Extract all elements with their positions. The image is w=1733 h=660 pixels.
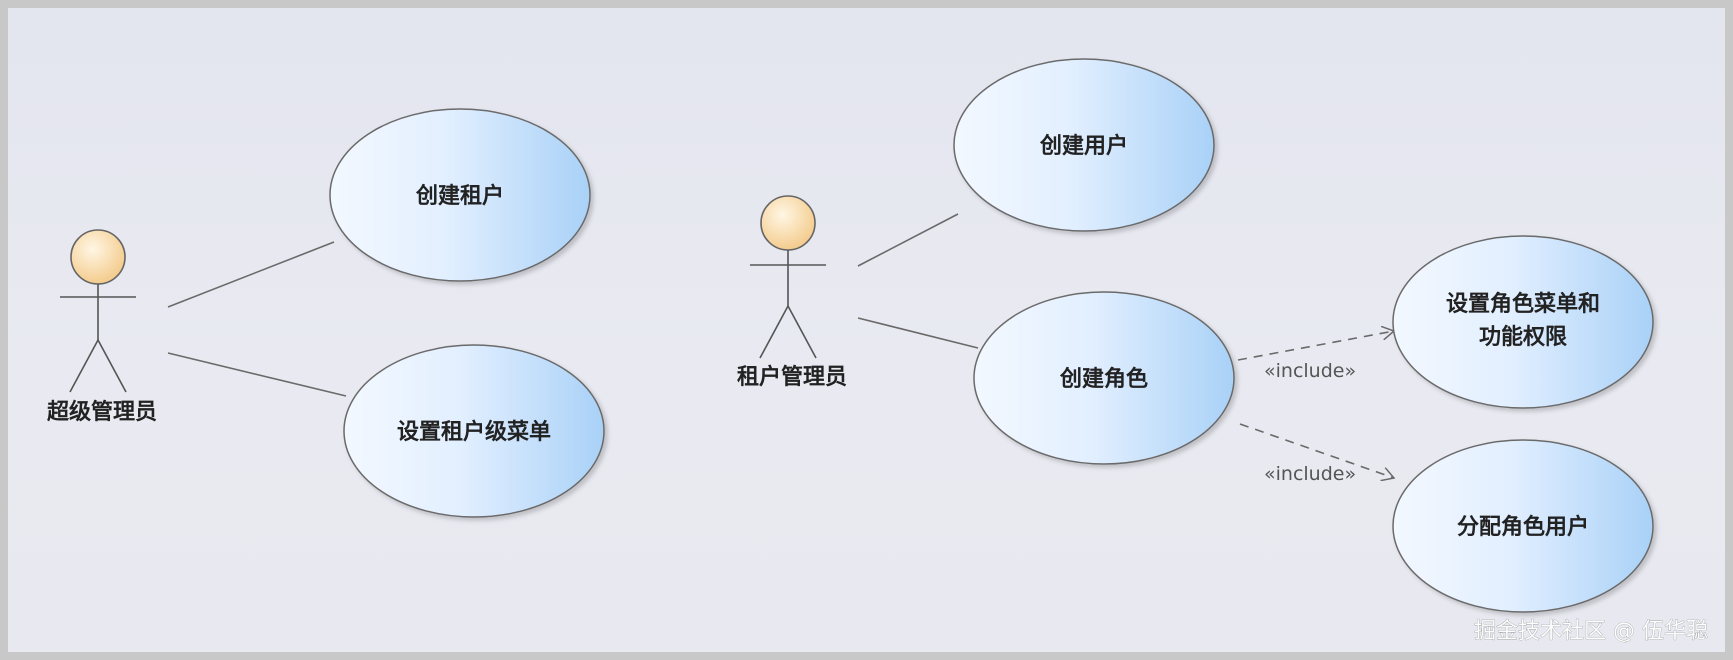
actor-label-tenant-admin: 租户管理员 (737, 364, 847, 390)
watermark: 掘金技术社区 @ 伍华聪 (1474, 619, 1708, 644)
diagram-canvas: «include» «include» 创建租户 设置租户级菜单 创建用户 创建… (8, 8, 1725, 652)
include-label-1: «include» (1264, 360, 1356, 382)
include-arrow-set-role-menu (1237, 331, 1394, 361)
assoc-tenantadmin-create-user (857, 213, 959, 267)
actor-tenant-admin[interactable] (750, 195, 826, 359)
use-case-create-tenant[interactable]: 创建租户 (329, 108, 591, 282)
include-label-2: «include» (1264, 463, 1356, 485)
assoc-superadmin-create-tenant (167, 241, 335, 308)
include-arrow-assign-role-user (1239, 423, 1394, 478)
include-relations (1237, 331, 1394, 478)
use-case-label-line2: 功能权限 (1479, 324, 1567, 350)
use-case-label: 分配角色用户 (1457, 514, 1589, 540)
use-case-label: 设置租户级菜单 (397, 419, 551, 445)
actor-head-icon (760, 195, 816, 251)
use-case-set-tenant-menu[interactable]: 设置租户级菜单 (343, 344, 605, 518)
use-case-label: 创建角色 (1059, 366, 1148, 392)
actor-label-super-admin: 超级管理员 (47, 399, 157, 425)
use-case-label-line1: 设置角色菜单和 (1446, 291, 1600, 317)
use-case-create-role[interactable]: 创建角色 (973, 291, 1235, 465)
use-case-create-user[interactable]: 创建用户 (953, 58, 1215, 232)
use-case-assign-role-user[interactable]: 分配角色用户 (1392, 439, 1654, 613)
actor-super-admin[interactable] (60, 229, 136, 393)
use-case-set-role-menu-permissions[interactable]: 设置角色菜单和 功能权限 (1392, 235, 1654, 409)
assoc-tenantadmin-create-role (857, 317, 979, 349)
use-case-label: 创建租户 (415, 183, 504, 209)
use-case-diagram: «include» «include» 创建租户 设置租户级菜单 创建用户 创建… (47, 58, 1708, 644)
associations (167, 213, 979, 397)
assoc-superadmin-set-tenant-menu (167, 352, 347, 397)
actor-head-icon (70, 229, 126, 285)
use-case-label: 创建用户 (1039, 133, 1128, 159)
